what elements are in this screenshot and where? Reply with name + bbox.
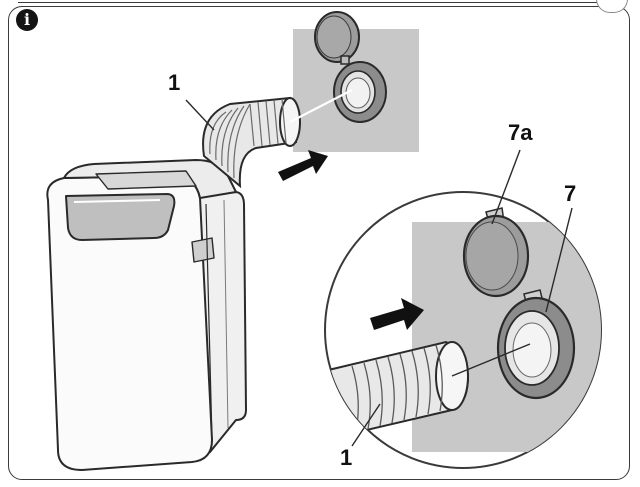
illustration-frame: [8, 6, 630, 480]
detail-contents: [325, 207, 601, 452]
leader-hose-fitting-detail: [451, 343, 531, 377]
callout-window-fitting: 7: [564, 181, 577, 206]
leader-7: [545, 207, 573, 313]
callout-hose-detail: 1: [340, 445, 353, 470]
arrow-detail: [370, 298, 424, 330]
callout-window-cap: 7a: [508, 120, 533, 145]
portable-air-conditioner: [46, 159, 247, 471]
window-cap-detail: [462, 207, 530, 298]
window-fitting-detail: [496, 289, 576, 400]
arrow-top: [278, 150, 328, 181]
window-fitting-top: [333, 61, 387, 123]
leader-hose-bottom: [351, 403, 381, 447]
header-rule: [18, 2, 598, 3]
window-cap-top: [314, 11, 360, 65]
leader-hose-fitting-top: [289, 89, 353, 123]
leader-hose-top: [185, 99, 215, 131]
callout-hose-top: 1: [168, 70, 181, 95]
leader-7a: [491, 149, 521, 225]
info-icon: i: [16, 9, 38, 31]
